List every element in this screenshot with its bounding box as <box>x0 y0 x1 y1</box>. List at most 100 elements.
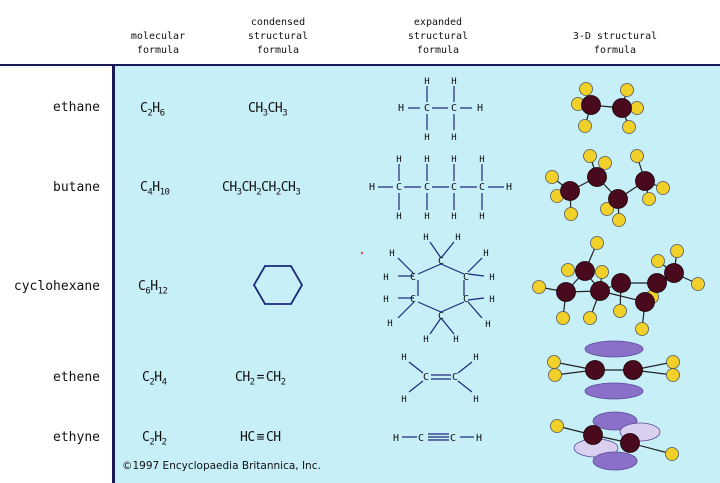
carbon-label: C <box>424 182 430 193</box>
row-name-ethane: ethane <box>53 100 100 115</box>
hydrogen-label: H <box>451 155 456 165</box>
ethyne-expanded-c-left: C <box>418 433 424 444</box>
hydrogen-label: H <box>473 353 478 363</box>
hydrogen-label: H <box>387 319 392 329</box>
hydrogen-label: H <box>424 77 429 87</box>
three-d-models <box>532 82 705 471</box>
cyclohexane-hydrogen-atom <box>635 322 649 336</box>
header-condensed-formula: condensed structural formula <box>247 17 309 56</box>
row-name-ethene: ethene <box>53 370 100 385</box>
hydrogen-label: H <box>396 155 401 165</box>
butane-carbon-atom <box>635 171 655 191</box>
molecular-formula-ethane: C2H6 <box>140 101 165 119</box>
carbon-label: C <box>424 103 430 114</box>
butane-hydrogen-atom <box>642 192 656 206</box>
butane-hydrogen-atom <box>656 181 670 195</box>
hydrogen-label: H <box>483 249 488 259</box>
ethyne-expanded-c-right: C <box>450 433 456 444</box>
ethane-carbon-atom <box>581 95 601 115</box>
butane-carbon-atom <box>560 181 580 201</box>
ethyne-hydrogen-atom <box>550 419 564 433</box>
hydrogen-label: H <box>479 155 484 165</box>
carbon-label: C <box>438 311 444 322</box>
butane-carbon-atom <box>587 167 607 187</box>
hydrogen-label: H <box>451 212 456 222</box>
cyclohexane-hydrogen-atom <box>595 265 609 279</box>
cyclohexane-hydrogen-atom <box>670 244 684 258</box>
ethyne-pi-orbital-4 <box>592 451 638 471</box>
stray-dot <box>360 251 364 255</box>
carbon-label: C <box>410 294 416 305</box>
hydrogen-label: H <box>451 77 456 87</box>
hydrogen-label: H <box>389 249 394 259</box>
ethyne-carbon-atom <box>620 433 640 453</box>
ethane-hydrogen-atom <box>622 120 636 134</box>
copyright: ©1997 Encyclopaedia Britannica, Inc. <box>122 460 321 472</box>
cyclohexane-hydrogen-atom <box>556 311 570 325</box>
row-name-ethyne: ethyne <box>53 430 100 445</box>
header-rule <box>0 64 720 66</box>
carbon-label: C <box>396 182 402 193</box>
hydrogen-label: H <box>473 395 478 405</box>
cyclohexane-carbon-atom <box>647 273 667 293</box>
ethene-carbon-atom <box>585 360 605 380</box>
hydrogen-label: H <box>424 212 429 222</box>
carbon-label: C <box>451 182 457 193</box>
hydrogen-label: H <box>424 155 429 165</box>
ethene-hydrogen-atom <box>666 368 680 382</box>
hydrogen-label: H <box>423 233 428 243</box>
cyclohexane-hydrogen-atom <box>583 311 597 325</box>
condensed-formula-ethane: CH3CH3 <box>248 101 288 119</box>
butane-hydrogen-atom <box>564 207 578 221</box>
molecular-formula-ethyne: C2H2 <box>142 430 167 448</box>
carbon-label: C <box>423 372 429 383</box>
ethene-carbon-atom <box>623 360 643 380</box>
hydrogen-label: H <box>453 335 458 345</box>
cyclohexane-carbon-atom <box>575 261 595 281</box>
header-3d-formula: 3-D structural formula <box>572 31 658 56</box>
ethene-hydrogen-atom <box>547 355 561 369</box>
cyclohexane-hydrogen-atom <box>613 304 627 318</box>
ethyne-carbon-atom <box>583 425 603 445</box>
hydrogen-label: H <box>383 295 388 305</box>
ethene-hydrogen-atom <box>666 355 680 369</box>
ethane-carbon-atom <box>612 98 632 118</box>
butane-hydrogen-atom <box>612 213 626 227</box>
ethyne-expanded-h-right: H <box>476 433 482 444</box>
hydrogen-label: H <box>369 182 375 193</box>
header-expanded-formula: expanded structural formula <box>407 17 469 56</box>
ethane-hydrogen-atom <box>630 101 644 115</box>
carbon-label: C <box>479 182 485 193</box>
ethane-hydrogen-atom <box>620 83 634 97</box>
hydrogen-label: H <box>477 103 483 114</box>
hydrogen-label: H <box>396 212 401 222</box>
hydrogen-label: H <box>401 395 406 405</box>
hydrogen-label: H <box>489 273 494 283</box>
hydrogen-label: H <box>401 353 406 363</box>
ethane-hydrogen-atom <box>578 119 592 133</box>
hydrogen-label: H <box>424 133 429 143</box>
condensed-formula-ethene: CH2=CH2 <box>235 370 286 388</box>
carbon-label: C <box>452 372 458 383</box>
cyclohexane-carbon-atom <box>635 292 655 312</box>
hydrogen-label: H <box>398 103 404 114</box>
hydrogen-label: H <box>455 233 460 243</box>
ethyne-expanded-h-left: H <box>393 433 399 444</box>
ethane-hydrogen-atom <box>579 82 593 96</box>
carbon-label: C <box>451 103 457 114</box>
cyclohexane-carbon-atom <box>590 281 610 301</box>
hydrogen-label: H <box>479 212 484 222</box>
cyclohexane-hydrogen-atom <box>651 254 665 268</box>
row-name-cyclohexane: cyclohexane <box>13 279 100 294</box>
butane-hydrogen-atom <box>600 202 614 216</box>
cyclohexane-carbon-atom <box>611 273 631 293</box>
hydrogen-label: H <box>383 273 388 283</box>
expanded-formulas: H H H C C H H H H H H H H C C C C H H H H H H H H H H H H H H H H H C C C C C C… <box>360 77 512 444</box>
cyclohexane-skeletal-formula <box>252 265 304 305</box>
condensed-formula-ethyne: HC≡CH <box>240 430 281 445</box>
butane-hydrogen-atom <box>630 149 644 163</box>
ethene-pi-orbital-top <box>584 340 644 358</box>
cyclohexane-hydrogen-atom <box>691 277 705 291</box>
hydrogen-label: H <box>423 335 428 345</box>
molecular-formula-ethene: C2H4 <box>142 370 167 388</box>
